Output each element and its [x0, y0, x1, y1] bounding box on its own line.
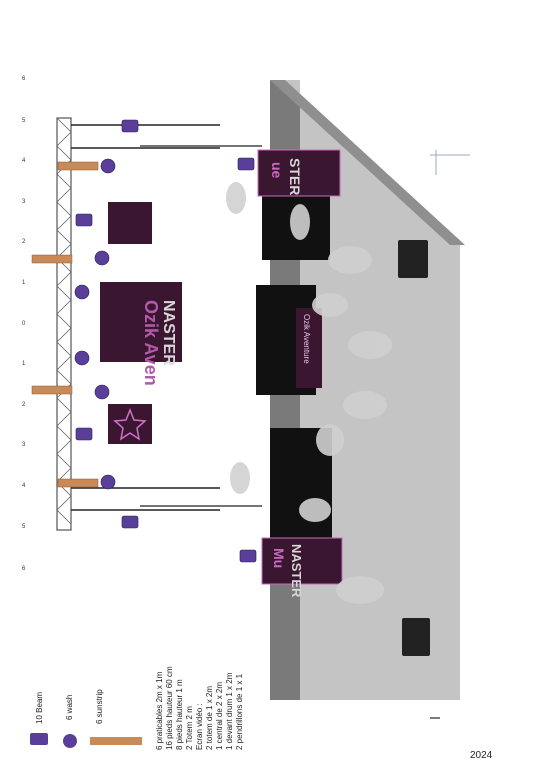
- tick-label: 4: [22, 483, 26, 489]
- wash-icon: [100, 158, 116, 174]
- tick-label: 5: [22, 118, 26, 124]
- totem-right-text-top: ue: [269, 162, 285, 179]
- sunstrip-icon: [57, 478, 99, 488]
- beam-icon: [30, 733, 48, 745]
- truss: [56, 117, 220, 531]
- tick-label: 4: [22, 158, 26, 164]
- tick-label: 3: [22, 442, 26, 448]
- equipment-item: Ecran vidéo :: [195, 703, 204, 750]
- truss-scale: 6 5 4 3 2 1 0 1 2 3 4 5 6: [22, 76, 26, 572]
- equipment-item: 1 devant drum 1 x 2m: [225, 672, 234, 750]
- wash-icon: [74, 350, 90, 366]
- wash-icon: [74, 284, 90, 300]
- totem-left-text-top: Mu: [271, 548, 287, 568]
- stage-front-edge: [270, 80, 465, 245]
- sunstrip-icon: [31, 254, 73, 264]
- beam-icon: [121, 515, 139, 529]
- wash-icon: [63, 734, 77, 748]
- monitor-wedge-right: [398, 240, 428, 278]
- sunstrip-icon: [90, 737, 142, 745]
- sunstrip-fixtures: [31, 161, 99, 488]
- equipment-list: 6 praticables 2m x 1m 16 pieds hauteur 6…: [155, 666, 244, 750]
- totem-left-text-bottom: NASTER: [289, 544, 304, 598]
- screen-center: [100, 282, 182, 362]
- drum-front-screen: [296, 308, 322, 388]
- performer-silhouettes: [226, 182, 392, 604]
- sunstrip-icon: [57, 161, 99, 171]
- tick-label: 1: [22, 361, 26, 367]
- monitor-wedge-left: [402, 618, 430, 656]
- screen-center-text-top: Ozik Aven: [141, 300, 161, 386]
- wash-icon: [100, 474, 116, 490]
- beam-icon: [121, 119, 139, 133]
- screen-center-text-bottom: NASTER: [160, 300, 177, 366]
- beam-icon: [237, 157, 255, 171]
- tick-label: 2: [22, 402, 26, 408]
- tick-label: 3: [22, 199, 26, 205]
- beam-icon: [75, 427, 93, 441]
- screen-left-small: [108, 202, 152, 244]
- legend-wash-label: 6 wash: [65, 695, 74, 720]
- tick-label: 0: [22, 321, 26, 327]
- equipment-item: 2 pendrillons de 1 x 1: [235, 673, 244, 750]
- tick-label: 6: [22, 566, 26, 572]
- star-icon: [113, 407, 147, 441]
- equipment-item: 6 praticables 2m x 1m: [155, 671, 164, 750]
- equipment-item: 16 pieds hauteur 60 cm: [165, 666, 174, 750]
- wash-icon: [94, 384, 110, 400]
- tick-label: 1: [22, 280, 26, 286]
- legend-beam-label: 10 Beam: [35, 692, 44, 724]
- totem-right-text-bottom: STER: [287, 158, 303, 195]
- tick-label: 5: [22, 524, 26, 530]
- equipment-item: 8 pieds hauteur 1 m: [175, 679, 184, 750]
- legend-sunstrip-label: 6 sunstrip: [95, 689, 104, 724]
- equipment-item: 2 Totem 2 m: [185, 706, 194, 750]
- totem-right: [257, 149, 341, 197]
- beam-icon: [239, 549, 257, 563]
- year-label: 2024: [470, 750, 493, 761]
- beam-icon: [75, 213, 93, 227]
- tick-label: 2: [22, 239, 26, 245]
- wash-icon: [94, 250, 110, 266]
- totem-left: [261, 537, 343, 585]
- sunstrip-icon: [31, 385, 73, 395]
- equipment-item: 1 central de 2 x 2m: [215, 682, 224, 750]
- tick-label: 6: [22, 76, 26, 82]
- equipment-item: 2 totem de 1 x 2m: [205, 686, 214, 750]
- drum-front-text: Ozik Aventure: [302, 314, 311, 364]
